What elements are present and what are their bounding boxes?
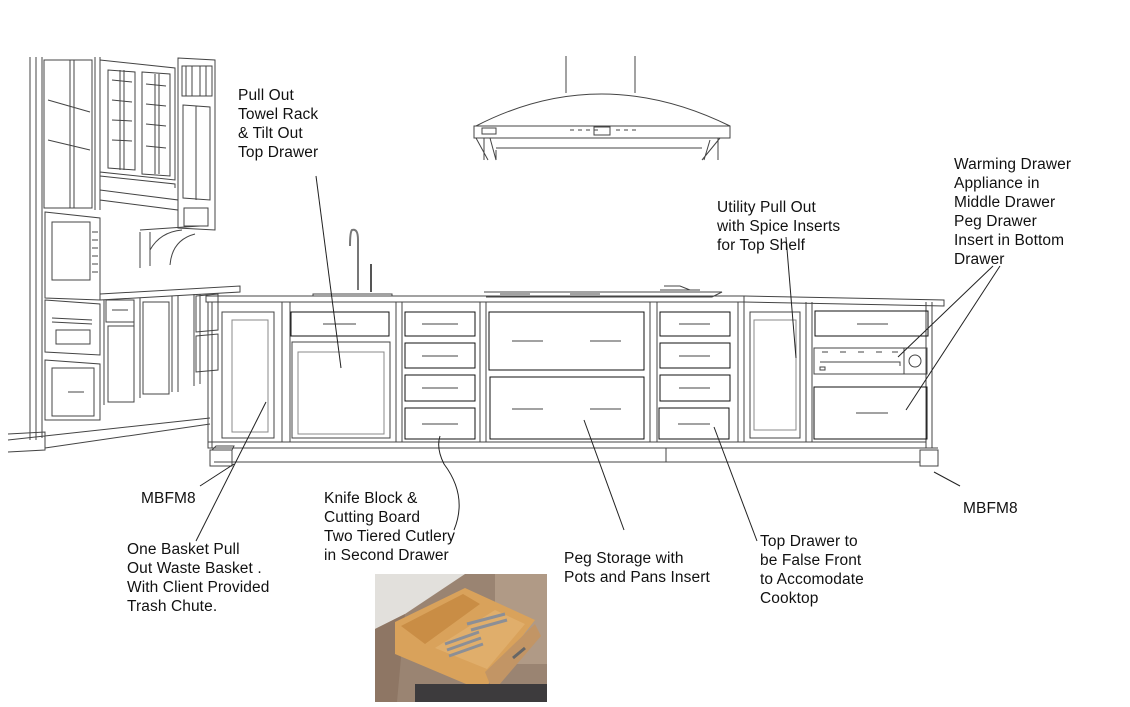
knife-drawer-photo bbox=[375, 574, 547, 702]
leader-lines bbox=[195, 175, 1001, 542]
faucet-sink-cooktop bbox=[349, 228, 372, 292]
annotation-waste-basket: One Basket Pull Out Waste Basket . With … bbox=[127, 541, 270, 615]
island-cabinets bbox=[205, 295, 945, 467]
annotation-utility-pullout: Utility Pull Out with Spice Inserts for … bbox=[717, 199, 841, 254]
annotation-mbfm8-right: MBFM8 bbox=[963, 500, 1018, 517]
knife-drawer-illustration bbox=[375, 574, 547, 702]
range-hood bbox=[473, 56, 731, 161]
annotation-knife-block: Knife Block & Cutting Board Two Tiered C… bbox=[324, 490, 456, 564]
annotation-false-front: Top Drawer to be False Front to Accomoda… bbox=[760, 533, 864, 607]
annotation-peg-storage: Peg Storage with Pots and Pans Insert bbox=[564, 550, 710, 586]
annotation-towel-rack: Pull Out Towel Rack & Tilt Out Top Drawe… bbox=[238, 87, 319, 161]
perimeter-cabinets bbox=[7, 57, 241, 453]
annotation-mbfm8-left: MBFM8 bbox=[141, 490, 196, 507]
annotation-warming-drawer: Warming Drawer Appliance in Middle Drawe… bbox=[954, 156, 1072, 268]
